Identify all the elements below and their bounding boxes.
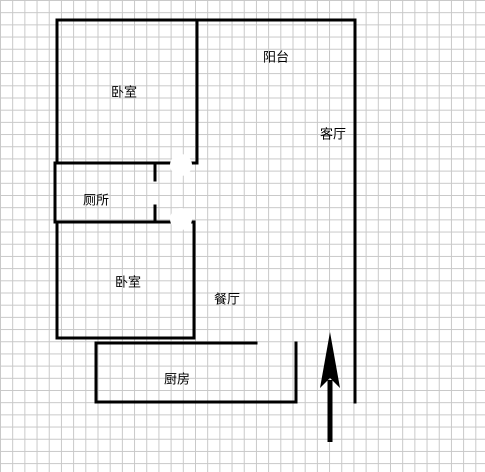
- room-label-dining-room: 餐厅: [213, 292, 241, 308]
- room-label-bedroom-top: 卧室: [110, 85, 138, 101]
- room-label-living-room: 客厅: [319, 127, 347, 143]
- room-label-kitchen: 厨房: [163, 372, 191, 388]
- room-label-bedroom-bottom: 卧室: [114, 275, 142, 291]
- door-opening-bedroom-top: [170, 154, 192, 176]
- door-opening-bedroom-bottom: [170, 208, 192, 230]
- room-label-toilet: 厕所: [82, 193, 110, 209]
- room-label-balcony: 阳台: [262, 50, 290, 66]
- arrow-up-icon: [320, 332, 340, 442]
